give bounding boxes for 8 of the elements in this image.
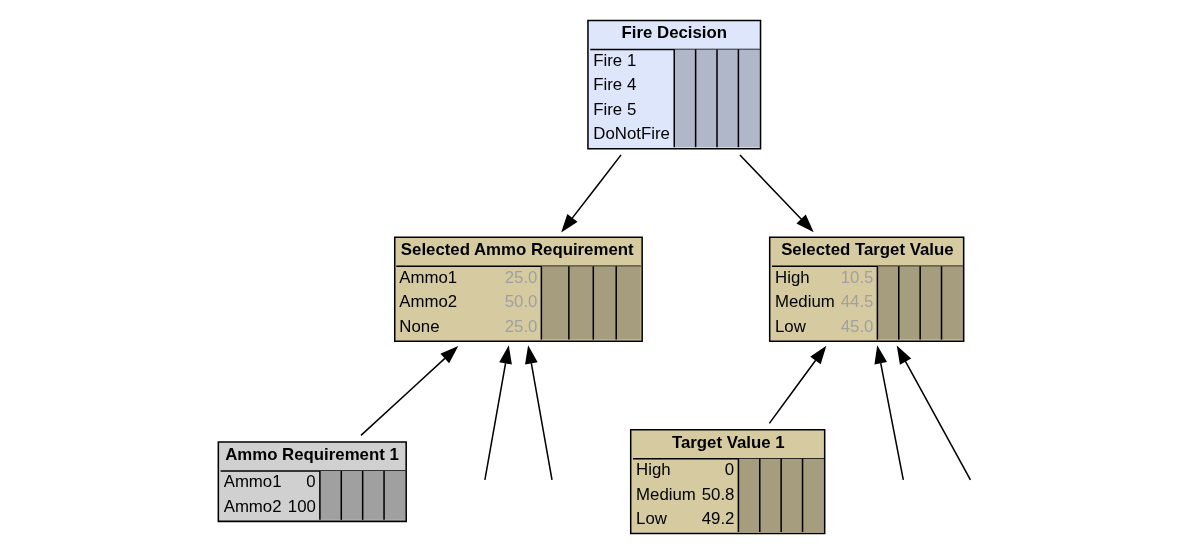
arrow xyxy=(768,345,827,425)
arrow xyxy=(896,345,972,481)
arrow xyxy=(739,154,814,233)
arrow xyxy=(484,345,512,481)
arrow xyxy=(874,345,905,481)
arrow xyxy=(561,154,622,233)
arrow xyxy=(525,345,553,481)
arrow xyxy=(360,346,459,437)
